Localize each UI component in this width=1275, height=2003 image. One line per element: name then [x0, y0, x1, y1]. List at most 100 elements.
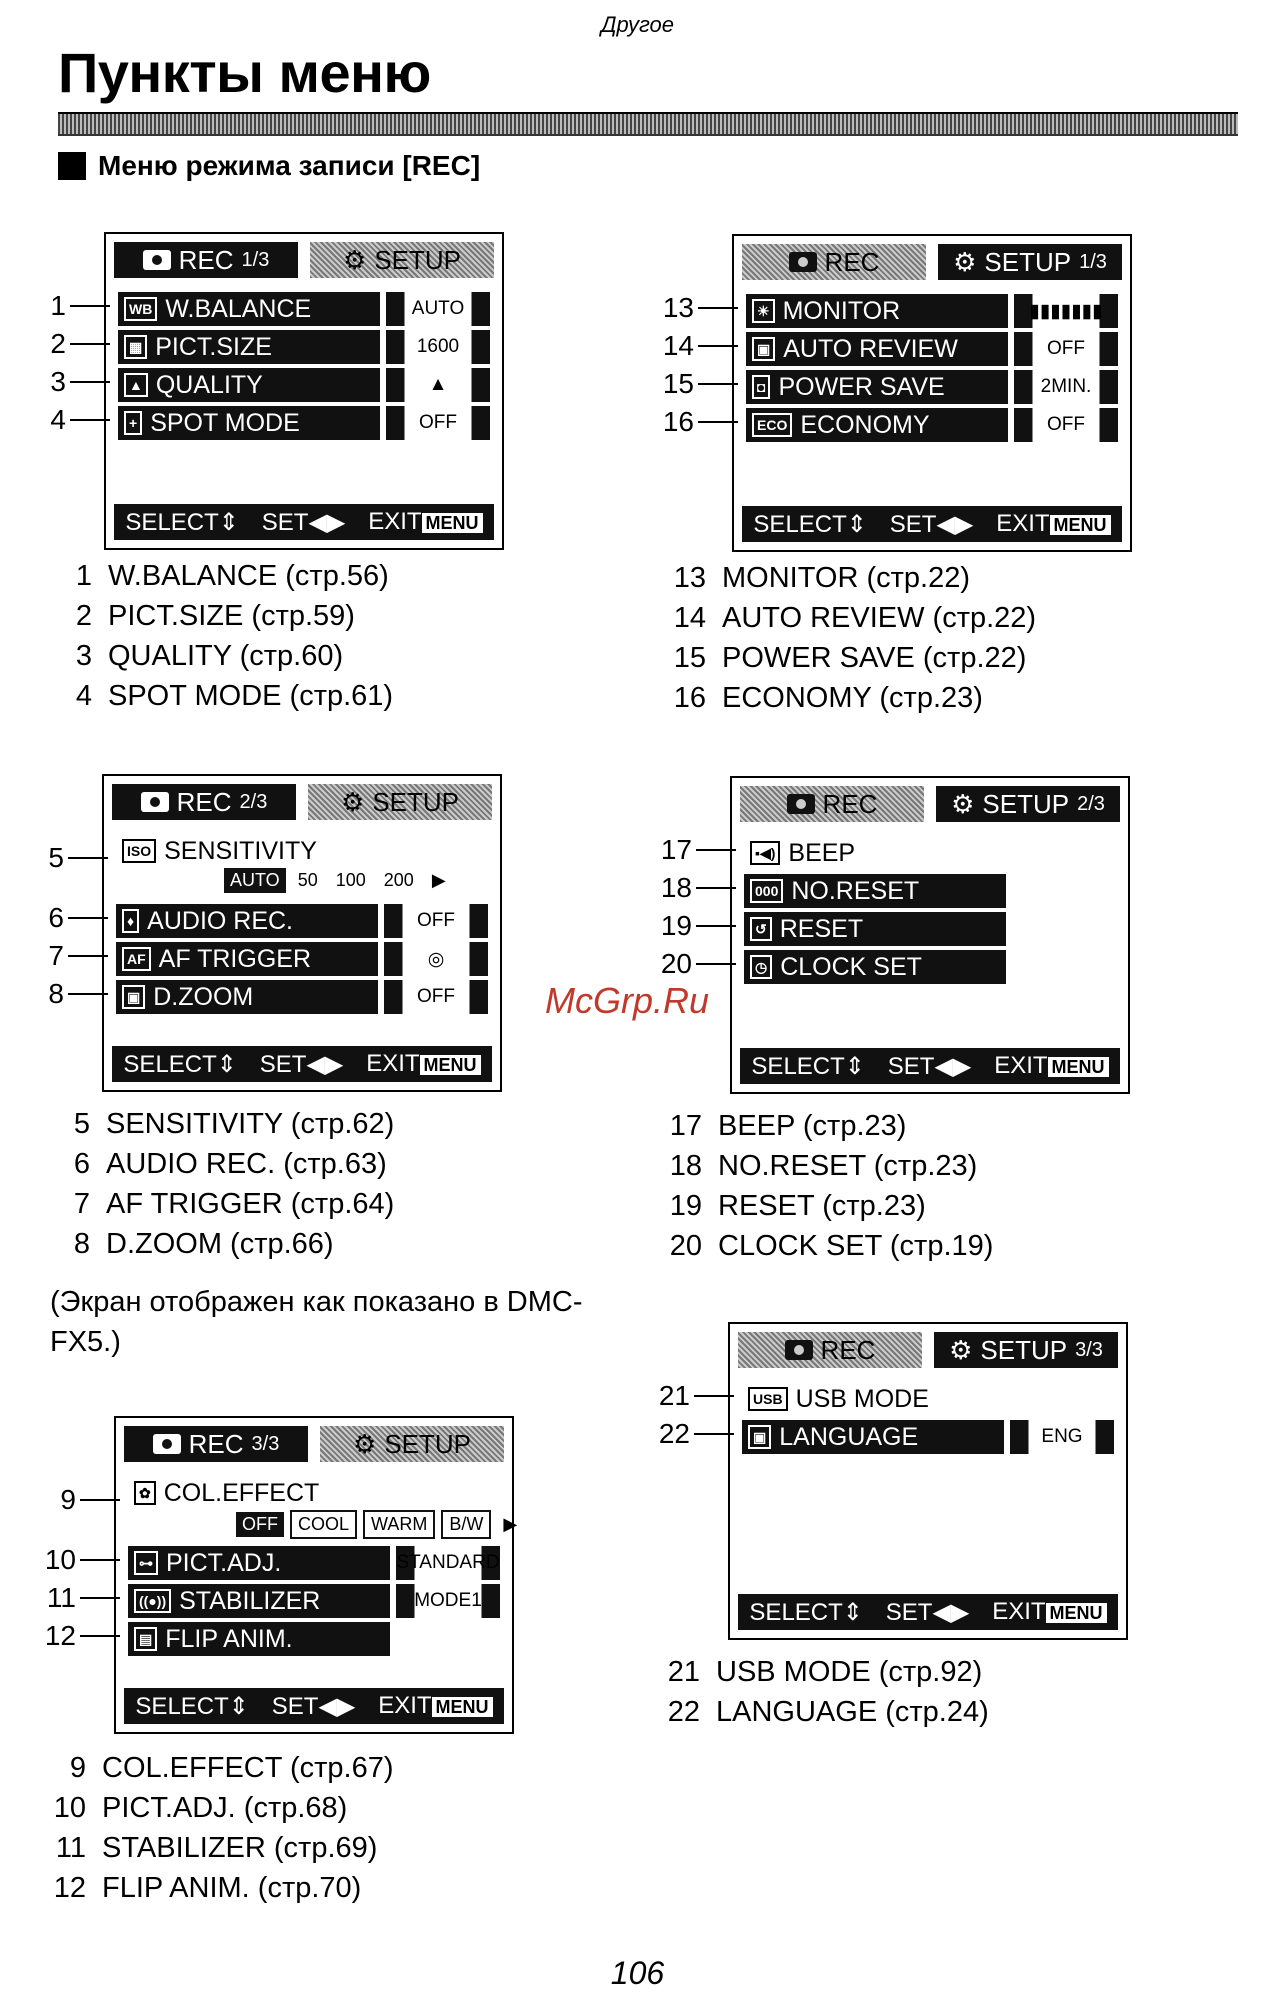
menu-row: ↺RESET: [744, 912, 1006, 946]
tab-rec: REC: [738, 1332, 922, 1368]
left-right-icon: ◀▶: [308, 508, 346, 536]
tab-setup-label: SETUP: [384, 1428, 471, 1459]
menu-item-label: CLOCK SET: [780, 952, 922, 981]
callout-number: 15: [662, 368, 694, 399]
menu-item-label: D.ZOOM: [153, 982, 254, 1011]
list-item-number: 20: [669, 1230, 702, 1262]
menu-row: ⊶PICT.ADJ.STANDARD: [128, 1546, 500, 1580]
menu-item-value: MODE1: [396, 1584, 500, 1618]
menu-item-icon: USB: [748, 1387, 788, 1411]
list-item-number: 9: [69, 1752, 86, 1784]
select-hint: SELECT⇕: [751, 1052, 864, 1081]
tab-rec-label: REC: [178, 244, 234, 275]
callout: 20: [652, 948, 736, 980]
callout-line: [80, 1635, 120, 1637]
list-item-text: SENSITIVITY (стр.62): [106, 1108, 395, 1140]
list-item-text: FLIP ANIM. (стр.70): [102, 1872, 362, 1904]
tab-rec: REC: [742, 244, 926, 280]
option-0: AUTO: [224, 868, 286, 893]
up-down-icon: ⇕: [218, 508, 239, 536]
list-item-text: PICT.SIZE (стр.59): [108, 600, 355, 632]
callout: 14: [654, 330, 738, 362]
list-item-number: 14: [673, 602, 706, 634]
set-label: SET: [271, 1692, 319, 1720]
menu-item-bar: ✿COL.EFFECT: [128, 1476, 390, 1510]
menu-item-icon: ▣: [748, 1425, 772, 1449]
menu-item-bar: ↺RESET: [744, 912, 1006, 946]
callout-number: 21: [658, 1380, 690, 1411]
callout: 13: [654, 292, 738, 324]
menu-item-bar: ▲QUALITY: [118, 368, 380, 402]
exit-label: EXIT: [996, 510, 1050, 537]
callout: 6: [24, 902, 108, 934]
select-hint: SELECT⇕: [749, 1598, 862, 1627]
callout-line: [694, 1395, 734, 1397]
list-item-text: COL.EFFECT (стр.67): [102, 1752, 394, 1784]
select-hint: SELECT⇕: [753, 510, 866, 539]
callout-line: [696, 849, 736, 851]
tab-setup-label: SETUP: [982, 788, 1070, 819]
tab-setup-label: SETUP: [374, 244, 461, 275]
list-item-number: 2: [75, 600, 92, 632]
tab-rec: REC: [740, 786, 924, 822]
option-3: B/W: [441, 1510, 492, 1539]
menu-item-value: ◎: [384, 942, 488, 976]
tab-setup: ⚙SETUP: [320, 1426, 504, 1462]
menu-item-value: ▲: [386, 368, 490, 402]
list-item-text: PICT.ADJ. (стр.68): [102, 1792, 348, 1824]
tab-setup: ⚙SETUP: [308, 784, 492, 820]
menu-badge: MENU: [1047, 1057, 1109, 1077]
menu-item-label: AF TRIGGER: [158, 944, 312, 973]
section-heading-text: Меню режима записи [REC]: [98, 150, 481, 181]
camera-icon: [788, 252, 817, 272]
callout-number: 4: [50, 404, 66, 435]
menu-item-label: SPOT MODE: [150, 408, 300, 437]
menu-row: ✿COL.EFFECT: [128, 1476, 390, 1510]
exit-label: EXIT: [994, 1052, 1048, 1079]
callout-line: [68, 917, 108, 919]
callout-number: 5: [48, 842, 64, 873]
callout-line: [696, 963, 736, 965]
callout-line: [698, 421, 738, 423]
callout-line: [696, 925, 736, 927]
list-item-number: 19: [669, 1190, 702, 1222]
menu-row: ♦AUDIO REC.OFF: [116, 904, 488, 938]
menu-item-icon: ◘: [752, 375, 771, 399]
list-item-text: LANGUAGE (стр.24): [716, 1696, 989, 1728]
camera-icon: [786, 794, 815, 814]
select-label: SELECT: [123, 1050, 217, 1078]
menu-item-value: OFF: [386, 406, 490, 440]
menu-row: ▤FLIP ANIM.: [128, 1622, 390, 1656]
menu-item-label: FLIP ANIM.: [165, 1624, 293, 1653]
select-hint: SELECT⇕: [125, 508, 238, 537]
set-hint: SET◀▶: [890, 510, 974, 539]
exit-label: EXIT: [368, 508, 422, 535]
list-item-number: 12: [53, 1872, 86, 1904]
callout: 21: [650, 1380, 734, 1412]
callout: 3: [26, 366, 110, 398]
menu-item-icon: 000: [750, 879, 784, 903]
menu-item-value: 2MIN.: [1014, 370, 1118, 404]
list-item-number: 1: [75, 560, 92, 592]
exit-label: EXIT: [378, 1692, 432, 1719]
list-item-number: 16: [673, 682, 706, 714]
callout-line: [80, 1597, 120, 1599]
callout: 2: [26, 328, 110, 360]
list-item-number: 8: [73, 1228, 90, 1260]
tab-setup-page: 1/3: [1079, 250, 1107, 273]
